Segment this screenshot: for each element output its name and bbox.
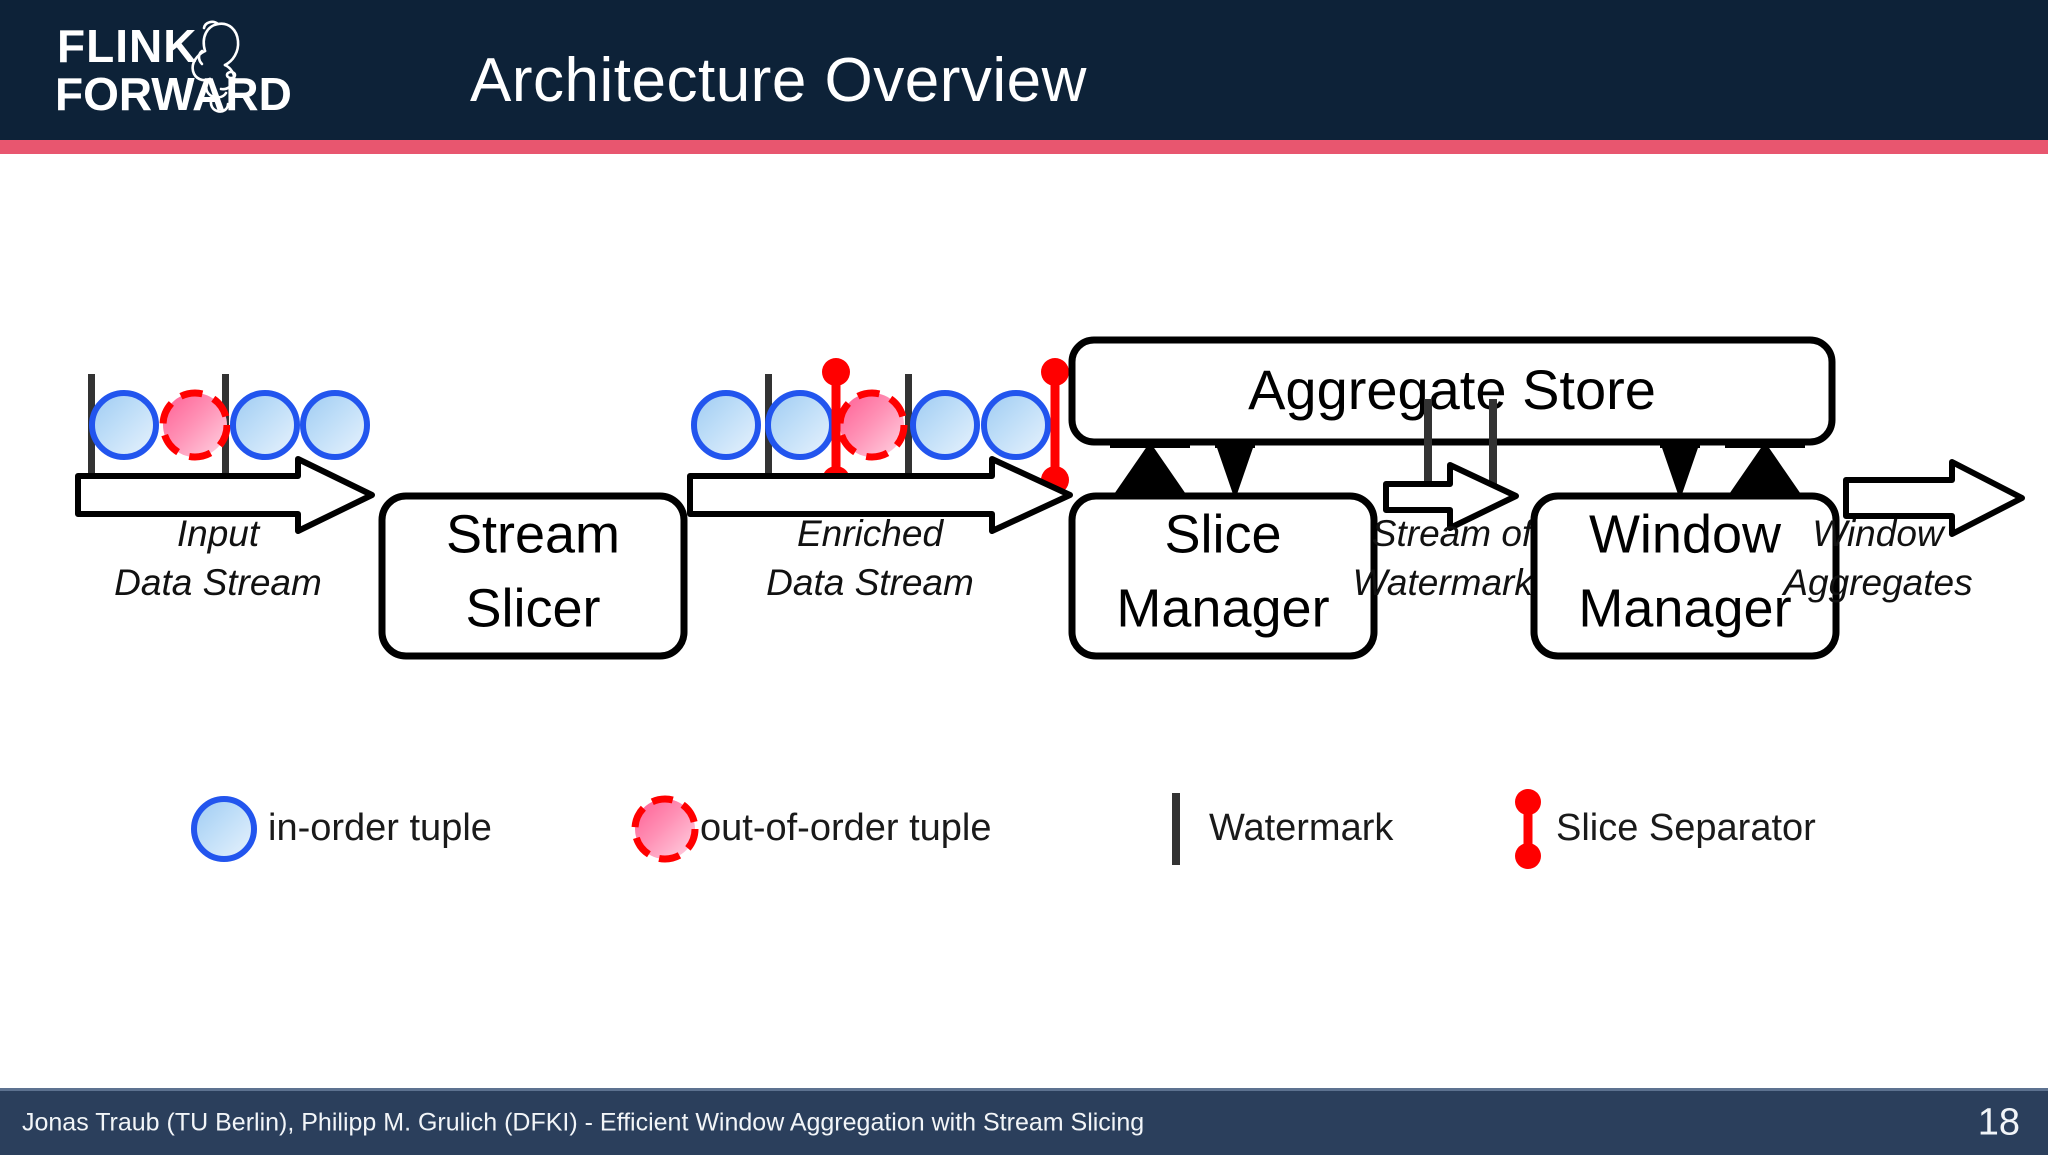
pink-dashed-circle-icon [631,795,699,863]
page-number: 18 [1977,1101,2020,1144]
in-order-tuple-icon [981,390,1051,460]
aggregate-store-slice-manager-connector [1110,442,1255,500]
slide-footer: Jonas Traub (TU Berlin), Philipp M. Grul… [0,1088,2048,1155]
input-data-stream-label-line1: Input [177,513,261,554]
watermark-stream-watermarks [1424,399,1497,503]
input-data-stream-label-line2: Data Stream [114,562,322,603]
legend-label-out-of-order-tuple: out-of-order tuple [700,807,992,849]
legend-item-in-order-tuple: in-order tuple [191,796,492,862]
aggregate-store-box[interactable]: Aggregate Store [1068,336,1836,446]
legend-item-slice-separator: Slice Separator [1515,789,1816,869]
stream-slicer-box[interactable]: Stream Slicer [378,492,688,660]
window-manager-label-line1: Window [1589,504,1782,564]
enriched-stream-arrow [687,456,1073,534]
window-manager-box[interactable]: Window Manager [1530,492,1840,660]
window-manager-label-line2: Manager [1578,578,1791,638]
in-order-tuple-icon [910,390,980,460]
watermark-icon [905,374,912,480]
logo-text-forward: FORWARD [55,68,292,120]
squirrel-icon [191,20,240,113]
in-order-tuple-icon [89,390,159,460]
aggregate-store-window-manager-connector [1660,442,1805,500]
diagram-svg: Input Data Stream Stream Slicer [75,336,2025,869]
input-stream-tuples [89,389,370,461]
window-aggregates-label-line1: Window [1812,513,1946,554]
legend-item-out-of-order-tuple: out-of-order tuple [631,795,992,863]
out-of-order-tuple-icon [836,389,908,461]
in-order-tuple-icon [765,390,835,460]
legend-label-slice-separator: Slice Separator [1556,807,1816,849]
watermark-icon [1424,399,1432,503]
slice-manager-box[interactable]: Slice Manager [1068,492,1378,660]
aggregate-store-label: Aggregate Store [1248,358,1656,421]
in-order-tuple-icon [691,390,761,460]
aggregate-store-box-rect[interactable] [1068,336,1836,446]
legend-label-watermark: Watermark [1209,807,1394,849]
enriched-data-stream-label-line1: Enriched [797,513,944,554]
flink-forward-logo: FLINK FORWARD [55,18,345,122]
stream-slicer-label-line2: Slicer [465,578,600,638]
arrow-down-icon [1660,442,1700,500]
arrow-up-icon [1110,442,1190,500]
enriched-data-stream-label-line2: Data Stream [766,562,974,603]
window-aggregates-label-line2: Aggregates [1781,562,1972,603]
watermark-stream-arrow [1383,462,1519,531]
out-of-order-tuple-icon [159,389,231,461]
blue-circle-icon [191,796,257,862]
slide-header: FLINK FORWARD Architecture Overview [0,0,2048,140]
enriched-stream-tuples [691,389,1051,461]
vertical-bar-icon [1172,793,1180,865]
legend-label-in-order-tuple: in-order tuple [268,807,492,849]
legend: in-order tuple out-of-order tuple Waterm… [191,789,1816,869]
arrow-down-icon [1215,442,1255,500]
page-title: Architecture Overview [470,46,1087,115]
window-manager-box-rect[interactable] [1530,492,1840,660]
accent-bar [0,140,2048,154]
stream-slicer-box-rect[interactable] [378,492,688,660]
in-order-tuple-icon [230,390,300,460]
stream-of-watermarks-label-line2: Watermarks [1353,562,1552,603]
slice-manager-label-line2: Manager [1116,578,1329,638]
architecture-diagram: Input Data Stream Stream Slicer [0,154,2048,1088]
logo-text-flink: FLINK [57,20,197,72]
red-dumbbell-icon [1515,789,1541,869]
stream-slicer-label-line1: Stream [446,504,620,564]
window-aggregates-arrow [1843,459,2025,537]
slice-manager-label-line1: Slice [1164,504,1281,564]
logo-svg: FLINK FORWARD [55,20,292,120]
input-stream-arrow [75,456,375,534]
slice-manager-box-rect[interactable] [1068,492,1378,660]
watermark-icon [1489,399,1497,503]
footer-citation: Jonas Traub (TU Berlin), Philipp M. Grul… [22,1108,1145,1137]
in-order-tuple-icon [300,390,370,460]
arrow-up-icon [1725,442,1805,500]
legend-item-watermark: Watermark [1172,793,1394,865]
stream-of-watermarks-label-line1: Stream of [1372,513,1536,554]
